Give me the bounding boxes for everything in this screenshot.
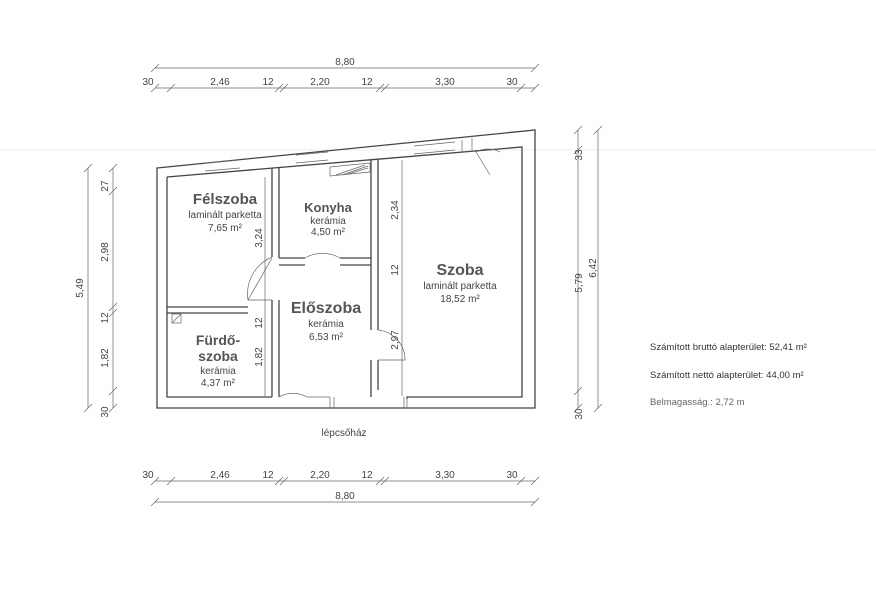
dim-furdo-h: 1,82 (254, 347, 265, 367)
top-dimensions: 8,80 30 2,46 12 2,20 12 3,30 30 (142, 57, 540, 93)
top-seg-2: 12 (262, 77, 274, 88)
room-szoba-name: Szoba (436, 262, 483, 279)
wall-felszoba-bottom (167, 306, 248, 314)
wall-furdo-right (271, 300, 280, 397)
bottom-seg-2: 12 (262, 470, 274, 481)
top-seg-4: 12 (361, 77, 373, 88)
top-seg-0: 30 (142, 77, 154, 88)
wall-konyha-szoba (370, 159, 379, 265)
vent-icon (171, 313, 182, 324)
room-furdo-floor: kerámia (200, 366, 236, 377)
bottom-seg-4: 12 (361, 470, 373, 481)
top-seg-5: 3,30 (435, 77, 455, 88)
doors (247, 138, 501, 408)
right-dimensions: 33 5,79 30 6,42 (573, 125, 603, 420)
walls (156, 129, 536, 409)
window-marks (204, 141, 456, 164)
left-seg-3: 1,82 (100, 348, 111, 368)
door-swing-entrance (278, 392, 308, 398)
right-outer-dim: 6,42 (588, 258, 599, 278)
wall-szoba-left (370, 265, 379, 397)
top-total-dim: 8,80 (335, 57, 355, 68)
dim-wall-12-b: 12 (254, 317, 265, 329)
bottom-seg-0: 30 (142, 470, 154, 481)
room-konyha-floor: kerámia (310, 216, 346, 227)
bottom-seg-5: 3,30 (435, 470, 455, 481)
kitchen-counter (329, 162, 371, 177)
room-felszoba-area: 7,65 m² (208, 223, 243, 234)
room-konyha: Konyha kerámia 4,50 m² (304, 200, 352, 238)
room-furdo-area: 4,37 m² (201, 378, 236, 389)
bottom-total-dim: 8,80 (335, 491, 355, 502)
door-swing-konyha (304, 252, 341, 259)
room-konyha-name: Konyha (304, 200, 352, 215)
left-seg-4: 30 (100, 406, 111, 418)
door-swing-szoba-lower (377, 329, 406, 361)
door-swing-szoba (475, 148, 501, 176)
room-furdo: Fürdő- szoba kerámia 4,37 m² (196, 332, 241, 389)
dim-wall-12-a: 12 (390, 264, 401, 276)
dim-konyha-h: 2,34 (390, 200, 401, 220)
wall-felszoba-konyha (271, 168, 280, 258)
summary-net: Számított nettó alapterület: 44,00 m² (650, 370, 804, 381)
outer-wall-outline (156, 129, 536, 409)
room-furdo-name-1: Fürdő- (196, 332, 241, 348)
bottom-seg-1: 2,46 (210, 470, 230, 481)
door-frame-szoba (461, 138, 473, 152)
room-felszoba-name: Félszoba (193, 191, 258, 208)
room-eloszoba-area: 6,53 m² (309, 332, 344, 343)
room-eloszoba-name: Előszoba (291, 300, 361, 317)
left-dimensions: 5,49 27 2,98 12 1,82 30 (75, 163, 118, 418)
left-seg-0: 27 (100, 180, 111, 192)
room-felszoba-floor: laminált parketta (188, 210, 262, 221)
door-swing-felszoba (247, 256, 273, 301)
wall-konyha-bottom (279, 257, 371, 266)
left-seg-2: 12 (100, 312, 111, 324)
summary-height: Belmagasság.: 2,72 m (650, 397, 745, 408)
top-seg-3: 2,20 (310, 77, 330, 88)
room-felszoba: Félszoba laminált parketta 7,65 m² (188, 191, 262, 234)
dim-felszoba-h: 3,24 (254, 228, 265, 248)
internal-dimensions: 3,24 2,34 12 12 2,97 1,82 (254, 160, 403, 396)
top-seg-1: 2,46 (210, 77, 230, 88)
right-top-dim: 33 (574, 149, 585, 161)
room-szoba-floor: laminált parketta (423, 281, 497, 292)
left-seg-1: 2,98 (100, 242, 111, 262)
bottom-dimensions: 30 2,46 12 2,20 12 3,30 30 8,80 (142, 470, 540, 507)
right-bottom-dim: 30 (574, 408, 585, 420)
summary-gross: Számított bruttó alapterület: 52,41 m² (650, 342, 807, 353)
bottom-seg-6: 30 (506, 470, 518, 481)
room-konyha-area: 4,50 m² (311, 227, 346, 238)
room-eloszoba: Előszoba kerámia 6,53 m² (291, 300, 361, 343)
stair-label: lépcsőház (321, 428, 366, 439)
room-furdo-name-2: szoba (198, 348, 238, 364)
room-eloszoba-floor: kerámia (308, 319, 344, 330)
bottom-seg-3: 2,20 (310, 470, 330, 481)
room-szoba: Szoba laminált parketta 18,52 m² (423, 262, 497, 305)
left-total-dim: 5,49 (75, 278, 86, 298)
right-inner-dim: 5,79 (574, 273, 585, 293)
top-seg-6: 30 (506, 77, 518, 88)
dim-szoba-lower: 2,97 (390, 330, 401, 350)
room-szoba-area: 18,52 m² (440, 294, 480, 305)
